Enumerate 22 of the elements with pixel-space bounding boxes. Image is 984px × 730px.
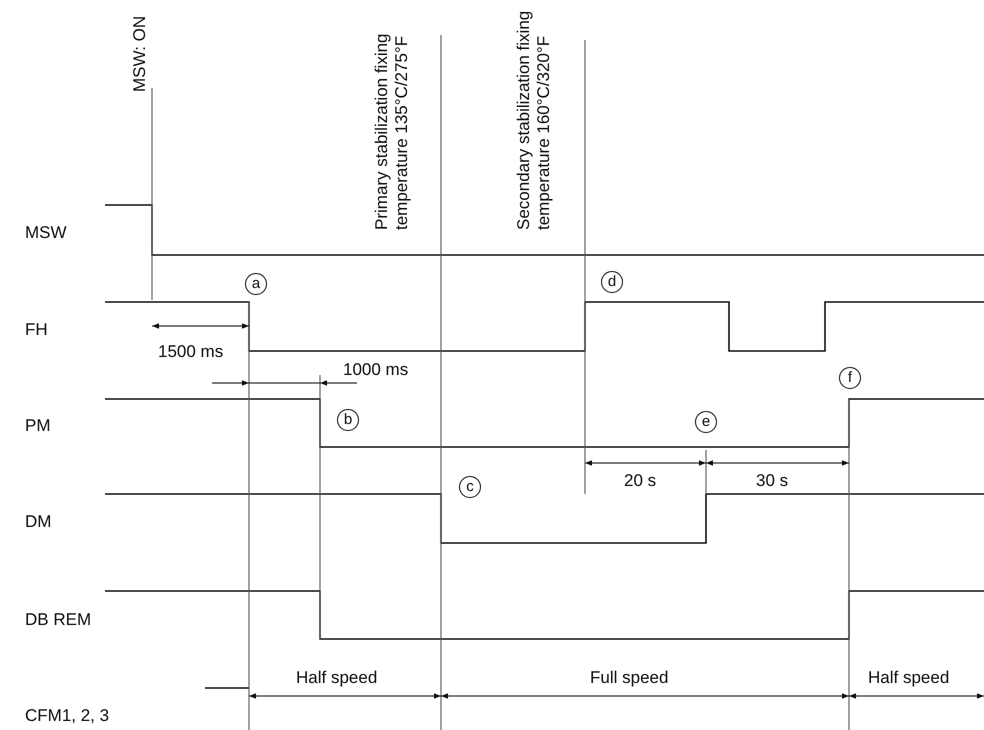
callout-letter: f [839, 367, 861, 389]
signal-name: CFM1, 2, 3 [25, 706, 110, 726]
signal-name: DB REM [25, 610, 92, 630]
dimension-label: 30 s [756, 471, 788, 491]
callout-letter: e [695, 411, 717, 433]
dimension-label: 1500 ms [158, 342, 224, 362]
event-label: MSW: ON [130, 14, 150, 92]
signal-name: DM [25, 512, 52, 532]
dimension-label: Half speed [868, 668, 950, 688]
dimension-label: 20 s [624, 471, 656, 491]
event-label: Secondary stabilization fixing temperature 160°C/320°F [514, 10, 554, 230]
signal-name: FH [25, 320, 48, 340]
dimension-label: 1000 ms [343, 360, 408, 380]
signal-name: MSW [25, 223, 67, 243]
callout-letter: d [601, 271, 623, 293]
dimension-label: Full speed [590, 668, 668, 688]
dimension-label: Half speed [296, 668, 378, 688]
event-label: Primary stabilization fixing temperature 135°C/275°F [372, 32, 412, 230]
callout-letter: b [337, 409, 359, 431]
signal-name: PM [25, 416, 50, 436]
callout-letter: c [459, 476, 481, 498]
callout-letter: a [245, 273, 267, 295]
